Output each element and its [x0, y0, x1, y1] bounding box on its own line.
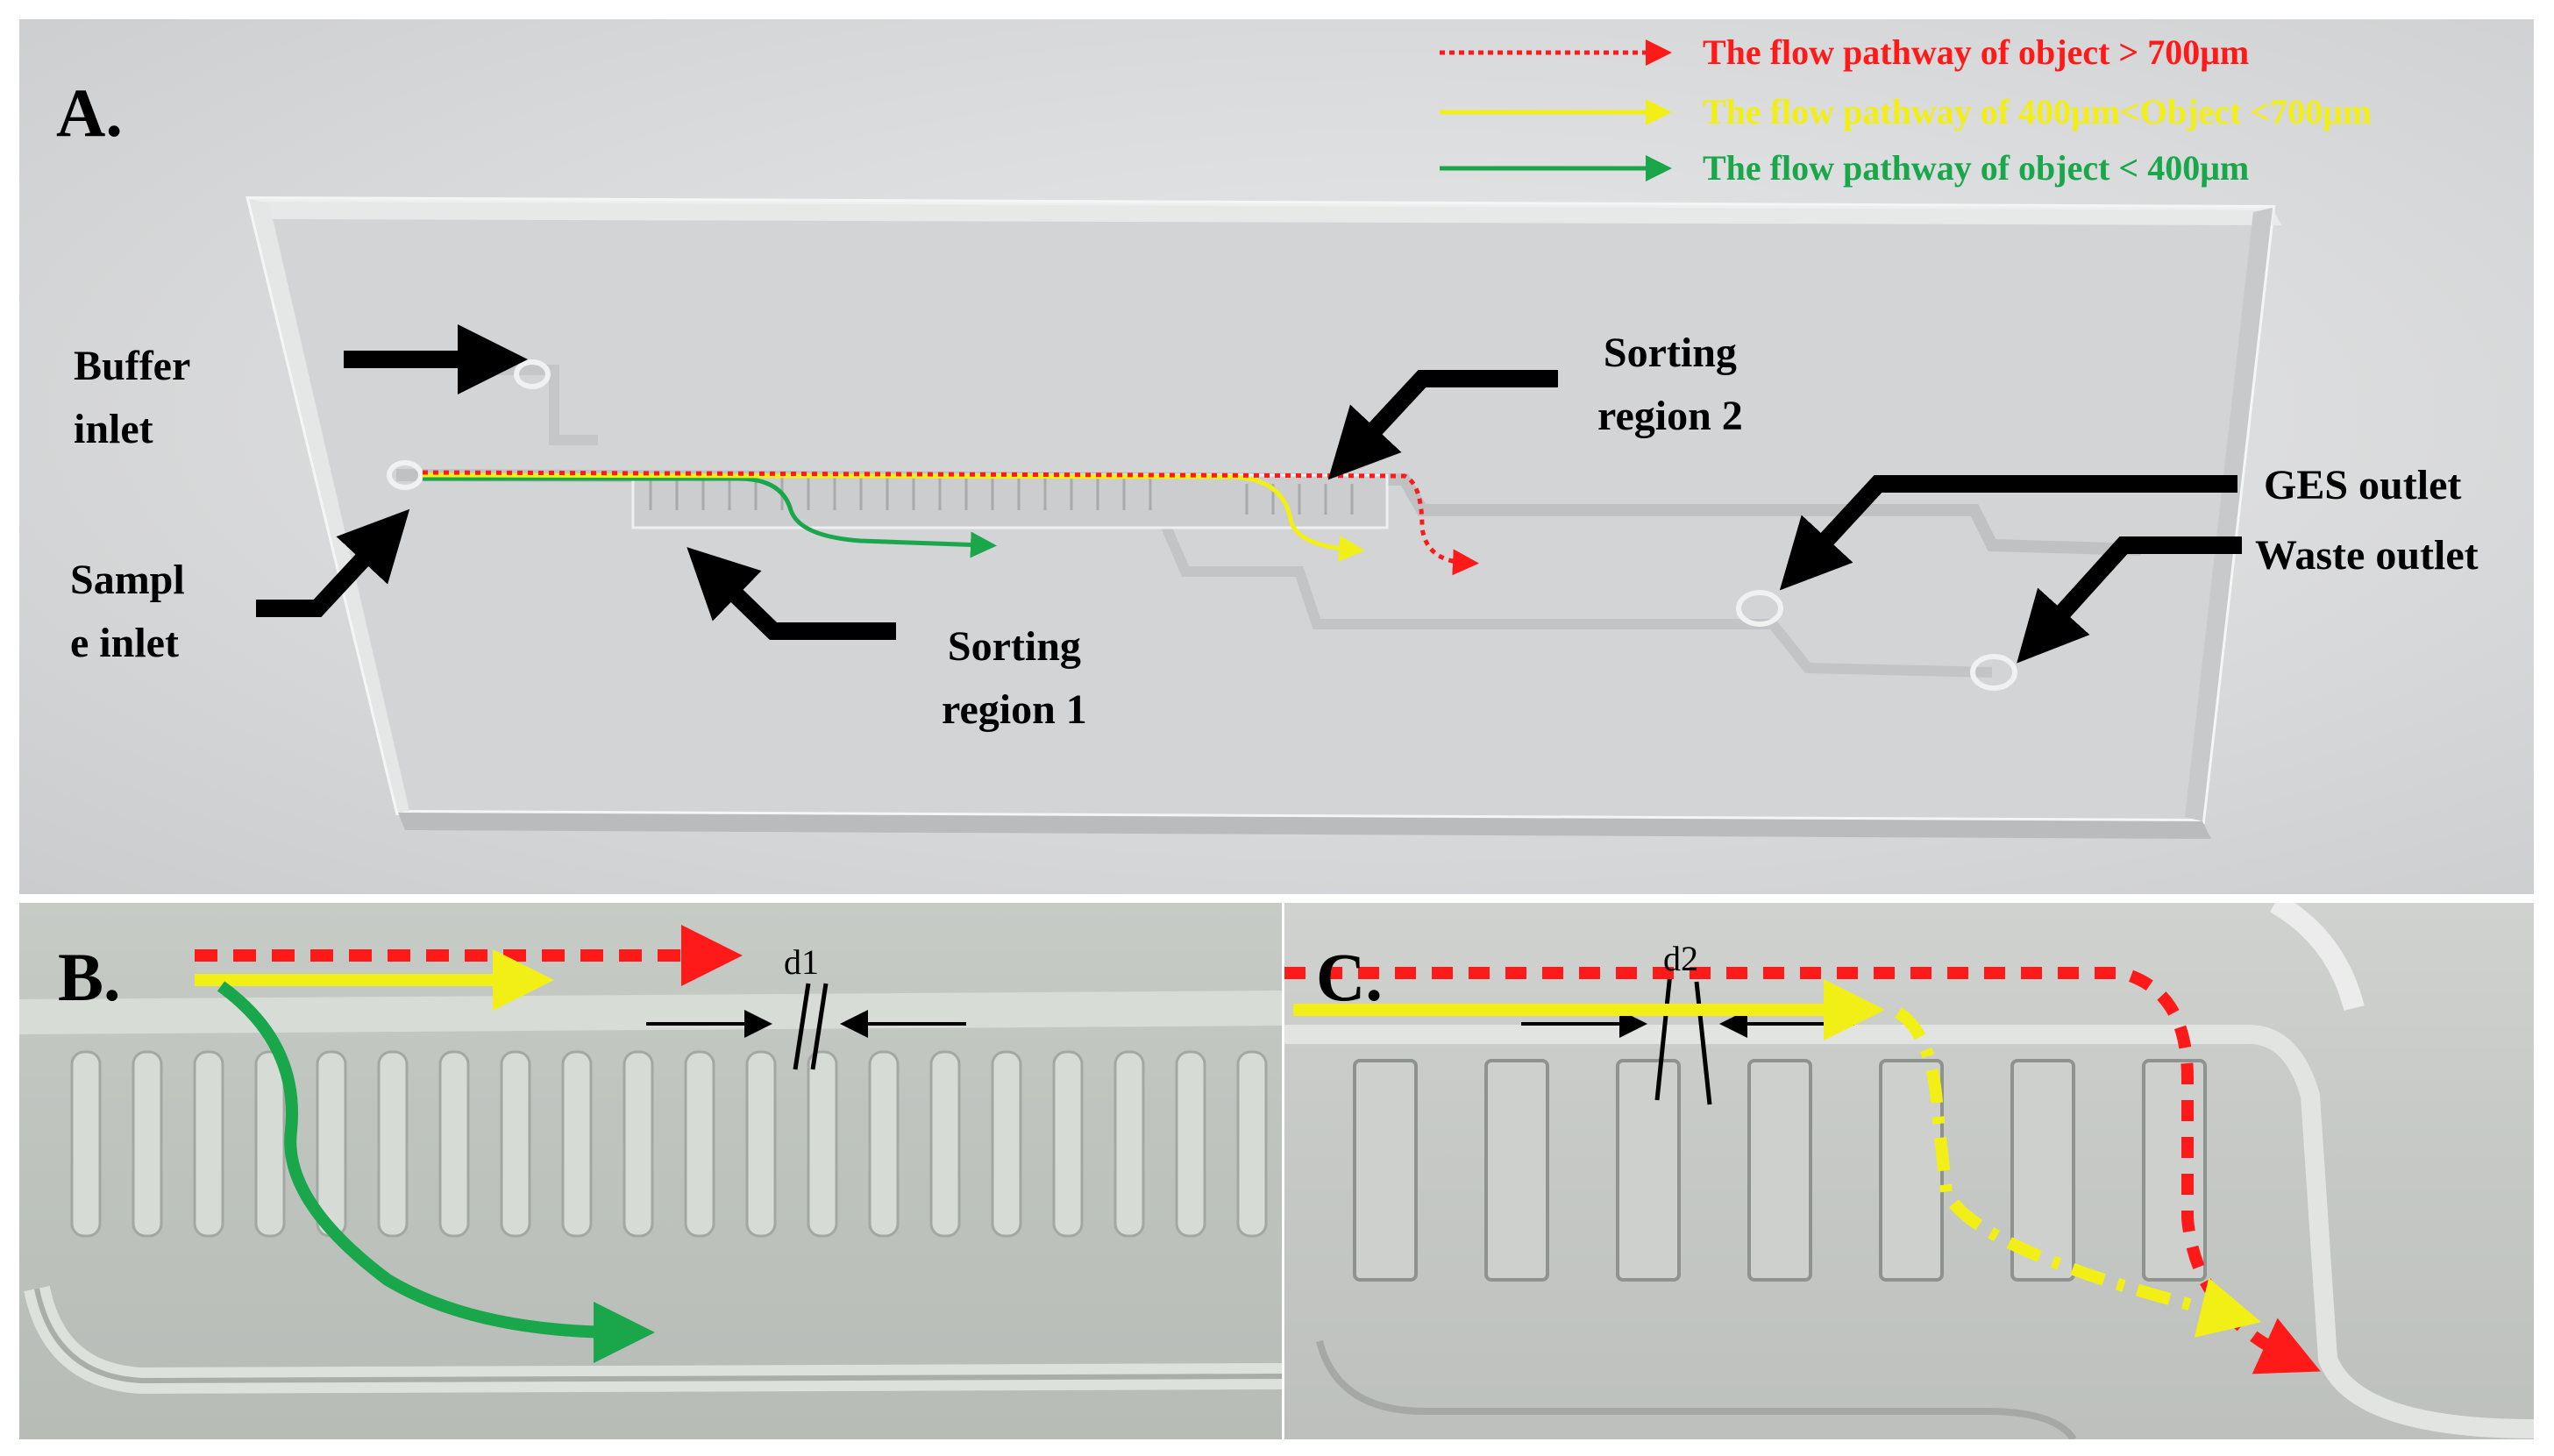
- sorting-region-2-line1: Sorting: [1603, 330, 1737, 376]
- flow-path-yellow: [422, 472, 1365, 562]
- sorting-pillars: [1353, 1059, 2207, 1282]
- sorting-pillars: [70, 1050, 1268, 1238]
- sorting-region-1-label: Sorting region 1: [942, 615, 1087, 742]
- arrow-down-left-icon: [2017, 536, 2242, 664]
- panel-a-drawing: [245, 39, 2281, 839]
- dimension-tick-1: [793, 983, 811, 1070]
- arrow-down-left-icon: [1327, 370, 1558, 480]
- sorting-region-1-line2: region 1: [942, 686, 1087, 733]
- panel-label-a: A.: [56, 75, 123, 151]
- arrow-up-right-icon: [256, 508, 410, 617]
- panel-label-c: C.: [1316, 939, 1383, 1015]
- gap-label-d2: d2: [1663, 939, 1698, 978]
- arrow-down-left-icon: [1779, 475, 2237, 591]
- legend-item-red: The flow pathway of object > 700μm: [1703, 32, 2250, 72]
- legend-item-green: The flow pathway of object < 400μm: [1703, 148, 2250, 188]
- buffer-inlet-line1: Buffer: [74, 343, 191, 389]
- sorting-region-2-label: Sorting region 2: [1597, 322, 1743, 448]
- flow-path-green: [423, 476, 997, 558]
- waste-outlet-label: Waste outlet: [2255, 532, 2479, 579]
- panel-b-micrograph: B. d1: [19, 903, 1282, 1439]
- dimension-tick-1: [1654, 972, 1673, 1101]
- panel-a-photo: A. The flow pathway of object > 700μm Th…: [19, 19, 2534, 894]
- flow-path-red: [422, 470, 1479, 576]
- dimension-tick-2: [810, 983, 829, 1070]
- gap-label-d1: d1: [784, 942, 819, 982]
- flow-path-green: [217, 981, 655, 1363]
- sample-inlet-line2: e inlet: [70, 620, 179, 666]
- legend-swatches: [1440, 39, 1672, 181]
- sorting-region-1-line1: Sorting: [947, 623, 1081, 670]
- panel-c-drawing: [1284, 903, 2534, 1439]
- arrow-up-left-icon: [687, 547, 896, 640]
- sample-inlet-line1: Sampl: [70, 557, 185, 603]
- flow-path-yellow-diverted: [1894, 1007, 2262, 1338]
- microfluidic-chip: [245, 195, 2281, 839]
- buffer-inlet-label: Buffer inlet: [74, 335, 190, 461]
- sample-inlet-label: Sampl e inlet: [70, 549, 185, 675]
- callout-arrows: [256, 324, 2242, 664]
- sorting-region-2-line2: region 2: [1597, 393, 1743, 439]
- legend-item-yellow: The flow pathway of 400μm<Object <700μm: [1703, 92, 2373, 131]
- dimension-tick-2: [1694, 981, 1712, 1105]
- panel-label-b: B.: [58, 939, 121, 1015]
- buffer-inlet-line2: inlet: [74, 406, 153, 452]
- panel-c-micrograph: C. d2: [1284, 903, 2534, 1439]
- ges-outlet-label: GES outlet: [2264, 462, 2462, 508]
- panel-b-drawing: [19, 925, 1282, 1395]
